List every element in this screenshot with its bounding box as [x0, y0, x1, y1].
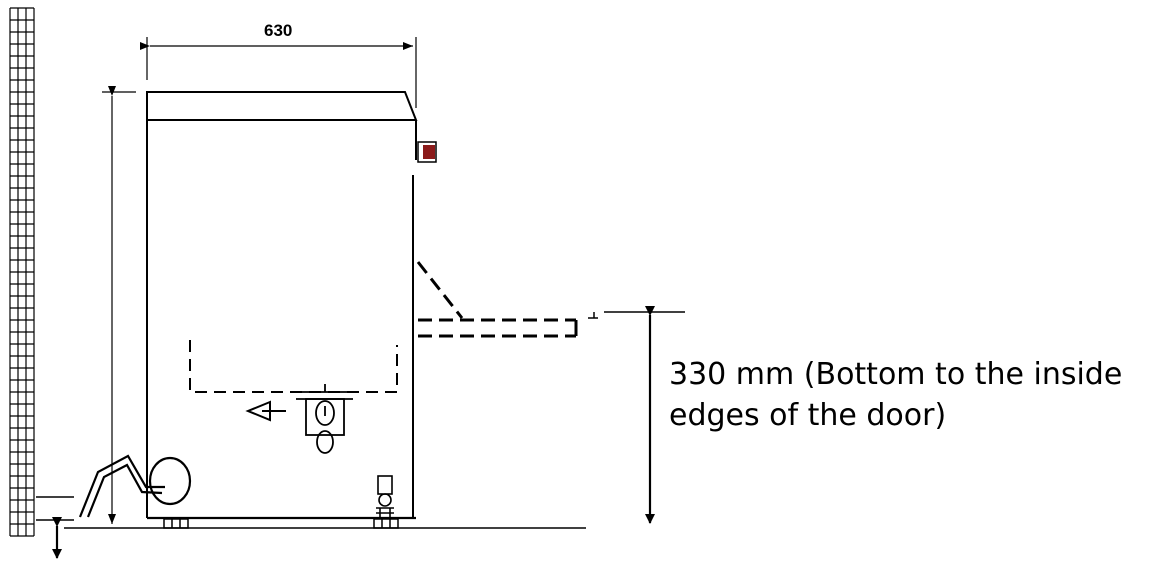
interior-basin-dashed — [189, 340, 398, 393]
hose-icon — [78, 454, 192, 518]
wall-grid — [9, 7, 35, 537]
door-height-dimension — [604, 306, 685, 524]
width-dimension — [140, 37, 417, 108]
height-dimension — [102, 86, 136, 524]
door-height-caption: 330 mm (Bottom to the inside edges of th… — [669, 354, 1169, 436]
drain-fitting-icon — [296, 384, 353, 454]
caption-line-2: edges of the door) — [669, 398, 947, 433]
indicator-light-icon — [417, 141, 437, 163]
valve-icon — [376, 475, 394, 519]
caption-line-1: 330 mm (Bottom to the inside — [669, 357, 1123, 392]
appliance-feet — [163, 518, 399, 529]
floor-clearance-dimension — [36, 496, 74, 559]
appliance-body — [146, 91, 418, 520]
drain-direction-arrow — [245, 400, 286, 422]
width-dimension-label: 630 — [264, 21, 292, 40]
open-door-dashed — [416, 261, 598, 338]
